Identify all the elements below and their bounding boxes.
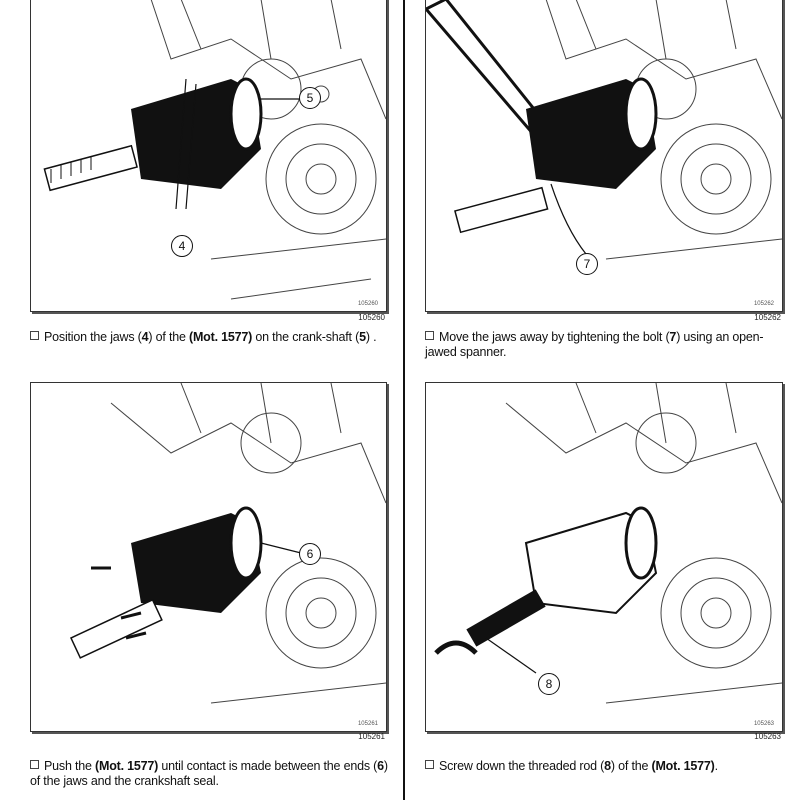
checkbox-bullet-icon [30, 331, 39, 340]
checkbox-bullet-icon [425, 331, 434, 340]
figure-id: 105261 [358, 732, 385, 741]
caption-step-4: Screw down the threaded rod (8) of the (… [425, 759, 795, 774]
figure-tighten-bolt: 7 105262 [425, 0, 783, 312]
figure-push-tool: 6 105261 [30, 382, 387, 732]
figure-inner-id: 105261 [357, 721, 378, 727]
caption-step-1: Position the jaws (4) of the (Mot. 1577)… [30, 330, 390, 345]
figure-id: 105262 [754, 313, 781, 322]
checkbox-bullet-icon [425, 760, 434, 769]
illustration-push-puller [69, 383, 386, 704]
checkbox-bullet-icon [30, 760, 39, 769]
callout-5: 5 [299, 87, 321, 109]
callout-6: 6 [299, 543, 321, 565]
illustration-puller-on-crankshaft [43, 0, 386, 300]
callout-7: 7 [576, 253, 598, 275]
figure-jaws-position: 5 4 105260 [30, 0, 387, 312]
figure-screw-rod: 8 105263 [425, 382, 783, 732]
figure-id: 105260 [358, 313, 385, 322]
figure-inner-id: 105263 [753, 721, 774, 727]
illustration-spanner-on-bolt [426, 0, 782, 260]
figure-id: 105263 [754, 732, 781, 741]
figure-inner-id: 105260 [357, 301, 378, 307]
figure-inner-id: 105262 [753, 301, 774, 307]
callout-8: 8 [538, 673, 560, 695]
caption-step-3: Push the (Mot. 1577) until contact is ma… [30, 759, 388, 788]
column-divider [403, 0, 405, 800]
callout-4: 4 [171, 235, 193, 257]
caption-step-2: Move the jaws away by tightening the bol… [425, 330, 764, 359]
illustration-screw-threaded-rod [434, 383, 782, 704]
